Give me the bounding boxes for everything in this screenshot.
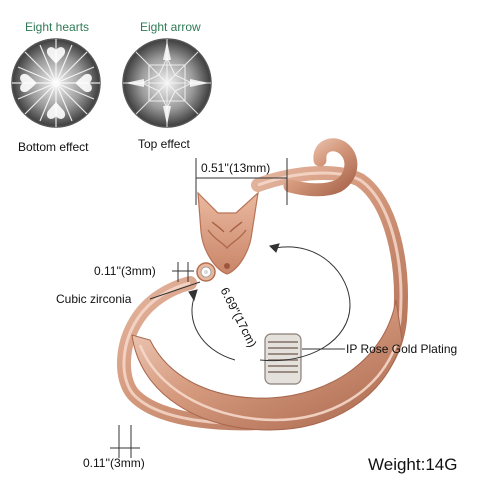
fox-head-icon	[197, 191, 259, 275]
bangle-icon	[117, 138, 408, 431]
cubic-zirconia-stone-icon	[196, 262, 216, 282]
stone-size-dimension: 0.11''(3mm)	[94, 264, 156, 278]
bottom-effect-label: Bottom effect	[18, 140, 89, 154]
circumference-arrow-icon	[188, 243, 351, 362]
eight-hearts-label: Eight hearts	[25, 20, 90, 34]
weight-label: Weight:14G	[368, 455, 458, 474]
top-width-dimension: 0.51''(13mm)	[201, 161, 271, 175]
plating-label: IP Rose Gold Plating	[346, 342, 458, 356]
cubic-zirconia-label: Cubic zirconia	[56, 292, 132, 306]
eight-arrow-gem-icon	[122, 38, 212, 128]
band-width-dimension: 0.11''(3mm)	[83, 456, 145, 470]
top-effect-label: Top effect	[138, 137, 190, 151]
eight-arrow-label: Eight arrow	[140, 20, 201, 34]
eight-hearts-gem-icon	[11, 38, 101, 128]
